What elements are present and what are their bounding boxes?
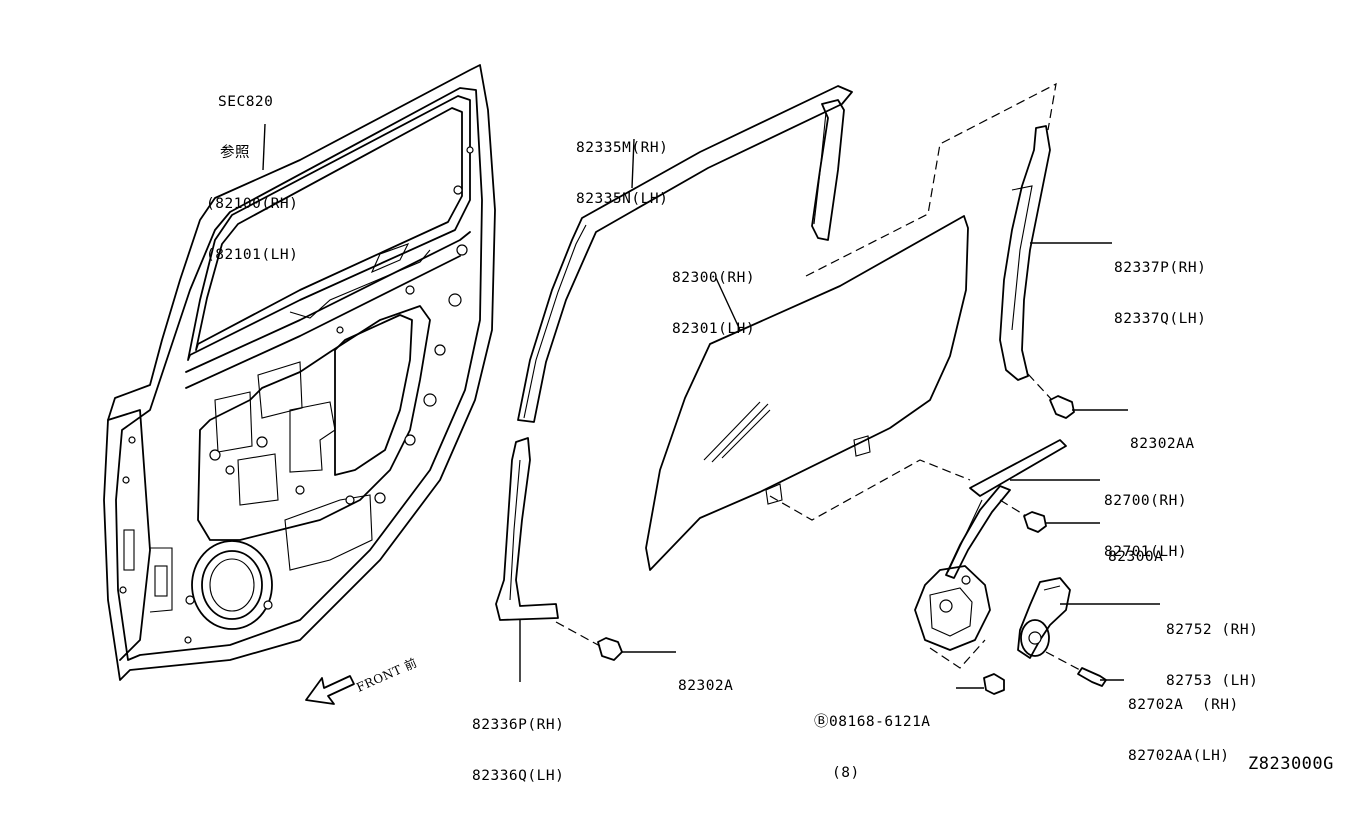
label-rear-channel-line1: 82337P(RH) [1114, 260, 1207, 276]
label-sash-seal-line1: 82335M(RH) [576, 140, 669, 156]
dashed-guide-front-bolt [555, 621, 601, 647]
label-motor-line1: 82752 (RH) [1166, 622, 1259, 638]
dashed-guide-glass-bolt [999, 499, 1027, 517]
label-regulator-line1: 82700(RH) [1104, 493, 1188, 509]
leader-sash-seal [631, 138, 635, 189]
label-glass-line2: 82301(LH) [672, 321, 756, 337]
label-bolt-glass-line1: 82300A [1108, 549, 1164, 565]
label-bolt-regulator-line1: Ⓑ08168-6121A [814, 714, 931, 730]
bolt-glass [1023, 511, 1047, 533]
label-rear-channel: 82337P(RH) 82337Q(LH) [1114, 226, 1206, 362]
front-arrow-icon [305, 675, 355, 705]
sash-seal [517, 85, 853, 423]
dashed-guide-rear-bolt [1027, 373, 1053, 401]
label-door-line3: (82100(RH) [206, 196, 299, 212]
door-panel [103, 64, 496, 681]
label-rear-channel-line2: 82337Q(LH) [1114, 311, 1207, 327]
label-bolt-glass: 82300A [1108, 515, 1163, 600]
front-channel [495, 437, 559, 621]
diagram-drawing [103, 64, 1160, 705]
leader-glass [715, 277, 741, 331]
label-glass-line1: 82300(RH) [672, 270, 756, 286]
label-door-line1: SEC820 [218, 94, 274, 110]
label-front-channel-line2: 82336Q(LH) [472, 768, 565, 784]
label-front-channel: 82336P(RH) 82336Q(LH) [472, 683, 564, 819]
label-motor-screw-line1: 82702A (RH) [1128, 697, 1239, 713]
label-motor: 82752 (RH) 82753 (LH) [1166, 588, 1258, 724]
leader-door [262, 123, 266, 171]
bolt-regulator [983, 673, 1005, 695]
bolt-rear [1049, 395, 1075, 419]
dashed-guide-glass-channel [805, 82, 1057, 277]
label-motor-screw: 82702A (RH) 82702AA(LH) [1128, 663, 1239, 799]
label-front-channel-line1: 82336P(RH) [472, 717, 565, 733]
label-motor-screw-line2: 82702AA(LH) [1128, 748, 1230, 764]
label-bolt-regulator-line2: (8) [832, 765, 860, 781]
label-bolt-rear-line1: 82302AA [1130, 436, 1195, 452]
label-front-arrow-text: FRONT 前 [354, 655, 420, 695]
motor-screw [1077, 667, 1107, 687]
label-sash-seal: 82335M(RH) 82335N(LH) [576, 106, 668, 242]
dashed-guide-reg-bolt [929, 639, 986, 669]
dashed-guide-glass-regulator [769, 459, 971, 521]
label-door-line4: (82101(LH) [206, 247, 299, 263]
label-bolt-front-line1: 82302A [678, 678, 734, 694]
label-door: SEC820 参照 (82100(RH) (82101(LH) [206, 60, 298, 298]
diagram-id-text: Z823000G [1248, 754, 1334, 774]
label-bolt-rear: 82302AA [1130, 402, 1195, 487]
label-regulator-line2: 82701(LH) [1104, 544, 1188, 560]
label-motor-line2: 82753 (LH) [1166, 673, 1259, 689]
label-regulator: 82700(RH) 82701(LH) [1104, 459, 1187, 595]
label-sash-seal-line2: 82335N(LH) [576, 191, 669, 207]
label-bolt-regulator: Ⓑ08168-6121A (8) [814, 680, 931, 816]
window-regulator [914, 439, 1067, 651]
label-door-line2: 参照 [220, 145, 250, 161]
regulator-motor [1017, 577, 1071, 659]
rear-channel [999, 125, 1051, 381]
door-glass [645, 215, 969, 571]
bolt-front [597, 637, 623, 661]
dashed-guide-motor-screw [1045, 651, 1081, 671]
diagram-id: Z823000G [1248, 714, 1334, 814]
parts-diagram: SEC820 参照 (82100(RH) (82101(LH) 82335M(R… [103, 60, 1333, 784]
label-bolt-front: 82302A [678, 644, 733, 729]
label-glass: 82300(RH) 82301(LH) [672, 236, 755, 372]
